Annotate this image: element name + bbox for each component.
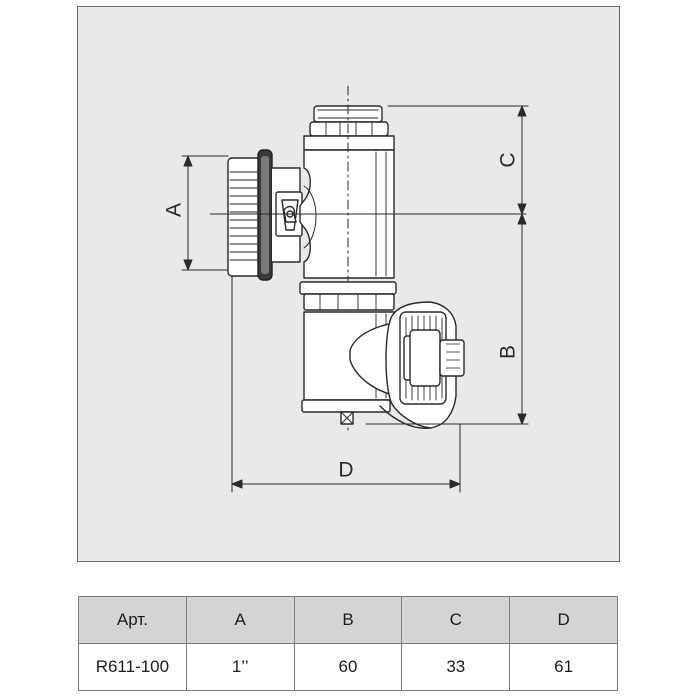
middle-nut	[299, 281, 397, 311]
lower-body	[301, 311, 399, 425]
header-article: Арт.	[78, 596, 187, 644]
dimension-c	[387, 105, 529, 215]
dimension-d	[231, 275, 461, 493]
cell-article: R611-100	[78, 643, 187, 691]
spec-table-header-row: Арт. A B C D	[78, 596, 618, 644]
tee-body	[209, 85, 527, 431]
cell-a: 1’’	[185, 643, 295, 691]
threaded-connector	[227, 149, 303, 281]
dimension-d-label: D	[338, 459, 353, 482]
dimension-b-label: B	[497, 345, 520, 359]
dimension-a-label: A	[163, 203, 186, 217]
dimension-b	[365, 213, 529, 425]
dimension-c-label: C	[497, 152, 520, 167]
cell-d: 61	[509, 643, 618, 691]
cell-c: 33	[401, 643, 511, 691]
header-b: B	[293, 596, 403, 644]
header-d: D	[509, 596, 618, 644]
table-row: R611-100 1’’ 60 33 61	[78, 643, 618, 691]
header-a: A	[185, 596, 295, 644]
side-cap	[379, 301, 465, 429]
dimension-a	[181, 155, 229, 271]
header-c: C	[401, 596, 511, 644]
valve-technical-drawing: A C B D	[163, 85, 529, 493]
cell-b: 60	[293, 643, 403, 691]
spec-table: Арт. A B C D R611-100 1’’ 60 33 61	[78, 596, 618, 691]
